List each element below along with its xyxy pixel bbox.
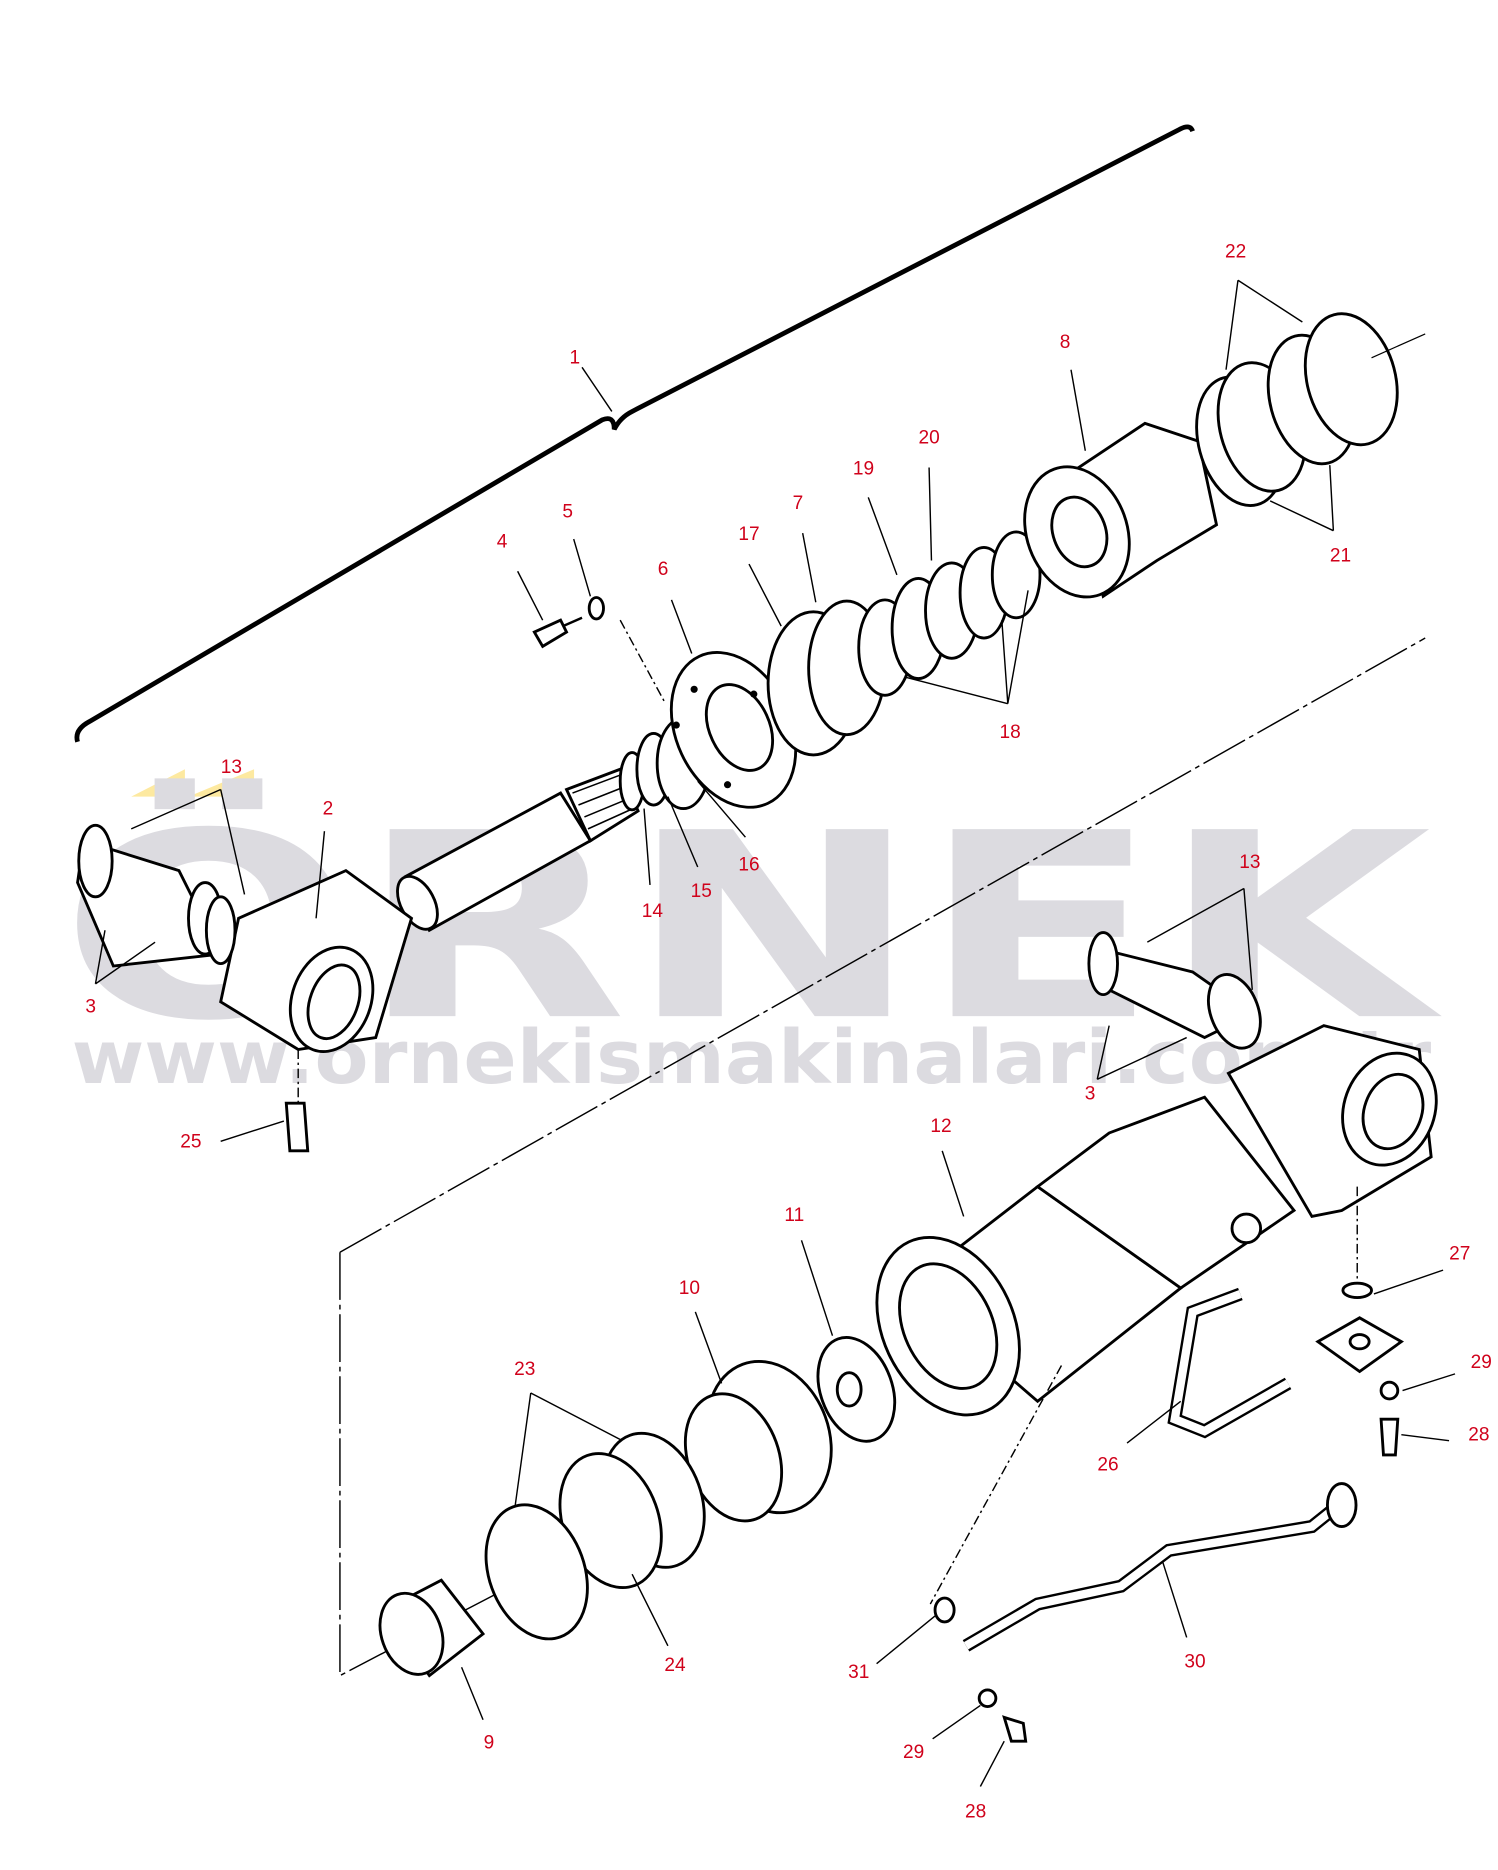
piston-nut — [816, 1336, 897, 1443]
callout-7: 7 — [793, 493, 804, 514]
gland-seals — [1195, 312, 1426, 507]
callout-13-left: 13 — [221, 757, 242, 778]
cylinder-tube — [875, 1024, 1438, 1417]
small-fasteners — [284, 1101, 1400, 1743]
assembly-bracket — [74, 124, 1195, 743]
callout-4: 4 — [497, 531, 508, 552]
callout-24: 24 — [664, 1655, 686, 1676]
callout-25: 25 — [180, 1131, 201, 1152]
callout-29-lower: 29 — [903, 1742, 924, 1763]
callout-3-left: 3 — [85, 997, 96, 1018]
callout-20: 20 — [918, 428, 939, 449]
callout-10: 10 — [679, 1278, 700, 1299]
gland-head — [1023, 421, 1219, 599]
callout-15: 15 — [691, 881, 712, 902]
callout-29-upper: 29 — [1471, 1352, 1492, 1373]
callout-16: 16 — [738, 855, 759, 876]
rod-eye — [219, 868, 414, 1054]
callout-13-right: 13 — [1239, 852, 1260, 873]
callout-14: 14 — [642, 901, 664, 922]
callout-31: 31 — [848, 1662, 869, 1683]
callout-21: 21 — [1330, 546, 1351, 567]
bush-9 — [378, 1578, 486, 1678]
callout-1: 1 — [570, 348, 581, 369]
callout-3-right: 3 — [1085, 1084, 1096, 1105]
callout-6: 6 — [658, 559, 669, 580]
callout-28-lower: 28 — [965, 1802, 986, 1823]
leader-lines — [94, 279, 1456, 1787]
callout-12: 12 — [930, 1116, 951, 1137]
callout-26: 26 — [1097, 1454, 1118, 1475]
callout-28-upper: 28 — [1468, 1425, 1489, 1446]
callout-18: 18 — [1000, 722, 1021, 743]
callout-23: 23 — [514, 1359, 535, 1380]
callout-27: 27 — [1449, 1243, 1470, 1264]
callout-5: 5 — [562, 502, 573, 523]
callout-2: 2 — [323, 799, 334, 820]
flange — [669, 651, 798, 809]
screw-and-washer — [532, 596, 605, 649]
bushing-left — [76, 823, 237, 968]
callout-8: 8 — [1060, 332, 1071, 353]
bushing-right — [1087, 931, 1262, 1050]
callout-11: 11 — [784, 1205, 804, 1226]
callout-19: 19 — [853, 459, 874, 480]
callout-22: 22 — [1225, 242, 1246, 263]
callouts: 1 22 8 20 19 7 17 5 4 6 21 18 13 2 16 15… — [85, 242, 1492, 1823]
piston-rings — [766, 530, 1042, 757]
pipes — [962, 1287, 1405, 1652]
callout-17: 17 — [738, 524, 759, 545]
callout-9: 9 — [484, 1732, 495, 1753]
callout-30: 30 — [1184, 1651, 1205, 1672]
piston-seals-lower — [484, 1431, 706, 1641]
